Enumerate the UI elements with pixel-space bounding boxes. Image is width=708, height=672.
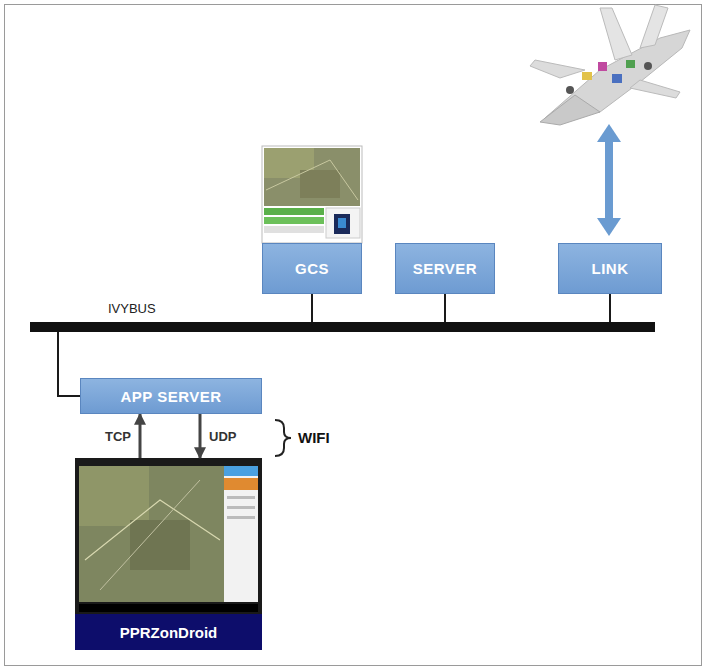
box-label: APP SERVER — [120, 388, 221, 405]
radio-link-arrow — [597, 124, 621, 236]
tablet-screenshot — [75, 458, 262, 614]
arrow-connector — [139, 414, 142, 458]
process-box: LINK — [558, 243, 662, 294]
process-box: SERVER — [395, 243, 495, 294]
edge-label: UDP — [208, 429, 237, 444]
box-label: PPRZonDroid — [120, 624, 218, 641]
bus-tap-line — [444, 294, 446, 322]
gcs-screenshot — [262, 146, 362, 243]
bus-label: IVYBUS — [108, 301, 156, 316]
process-box: APP SERVER — [80, 378, 262, 414]
bus-tap-line — [609, 294, 611, 322]
box-label: LINK — [592, 260, 629, 277]
process-box: GCS — [262, 243, 362, 294]
bus-tap-line — [58, 332, 80, 396]
bus-tap-line — [311, 294, 313, 322]
title-bar: PPRZonDroid — [75, 614, 262, 650]
wifi-brace — [275, 420, 291, 456]
app-node: PPRZonDroid — [75, 458, 262, 650]
bus-bar: IVYBUS — [30, 322, 655, 332]
box-label: GCS — [295, 260, 329, 277]
box-label: SERVER — [413, 260, 477, 277]
note-label: WIFI — [298, 429, 330, 446]
arrow-connector — [199, 414, 202, 458]
edge-label: TCP — [104, 429, 132, 444]
aircraft-illustration — [530, 5, 690, 125]
